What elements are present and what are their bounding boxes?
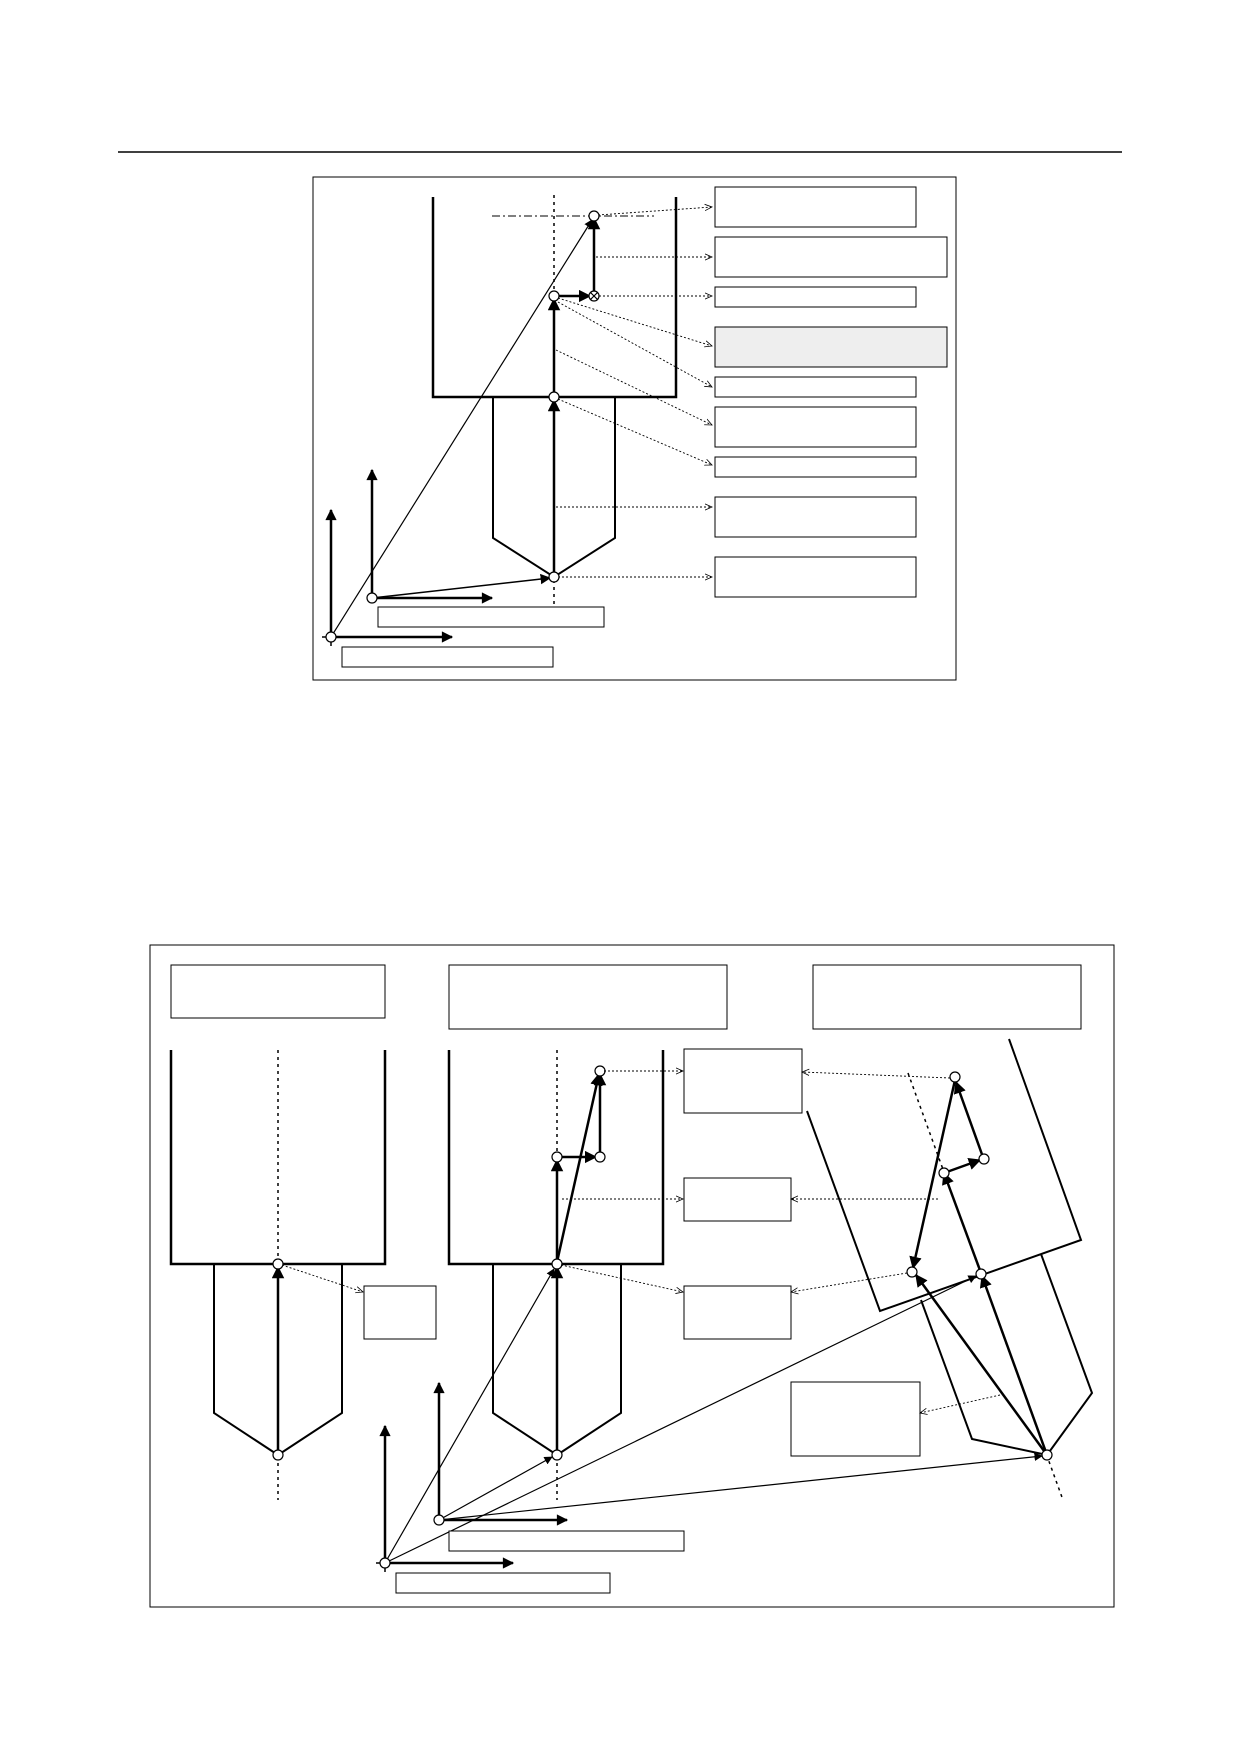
leader-7: [557, 398, 712, 465]
label-box-4: [714, 326, 948, 368]
column-headers: [170, 964, 1082, 1030]
figure-1: [312, 176, 957, 681]
right-point-tip: [1041, 1449, 1053, 1461]
right-vector-offset: [943, 1157, 982, 1175]
right-vector-tip-to-face: [914, 1273, 1049, 1456]
right-vector-tool: [979, 1274, 1049, 1456]
middle-vector-diagonal: [555, 1072, 603, 1263]
right-leader-3: [791, 1272, 908, 1292]
left-point-face: [272, 1258, 284, 1270]
point-top: [588, 210, 600, 222]
right-vector-up: [953, 1080, 986, 1161]
label-box-6: [714, 406, 917, 448]
vector-workorigin-to-tip: [371, 573, 552, 599]
left-point-tip: [272, 1449, 284, 1461]
points: [325, 210, 600, 643]
coord-label-lower: [341, 646, 554, 668]
right-point-face-b: [975, 1268, 987, 1280]
f2-vector-lower-to-middle-face: [384, 1268, 555, 1564]
point-origin-upper: [366, 592, 378, 604]
f2-vector-lower-to-right-face: [384, 1275, 977, 1564]
middle-point-gauge: [551, 1151, 563, 1163]
right-point-top: [949, 1071, 961, 1083]
middle-point-offset: [594, 1151, 606, 1163]
crossed-point-icon: [588, 290, 600, 302]
label-box-9: [714, 556, 917, 598]
right-vector-holder: [942, 1171, 983, 1274]
leader-4: [557, 297, 712, 346]
label-box-b: [683, 1048, 803, 1114]
vector-origin-to-top: [330, 219, 593, 638]
point-origin-lower: [325, 631, 337, 643]
f2-coord-label-upper: [448, 1530, 685, 1552]
left-assembly: [169, 1050, 437, 1500]
leader-lines: [555, 207, 712, 577]
header-middle: [448, 964, 728, 1030]
label-box-5: [714, 376, 917, 398]
leader-6: [555, 349, 712, 425]
figure-2-frame: [149, 944, 1115, 1608]
f2-origins: [376, 1268, 1043, 1594]
label-box-d: [683, 1285, 792, 1340]
right-point-gauge: [938, 1167, 950, 1179]
middle-point-face: [551, 1258, 563, 1270]
label-box-c: [683, 1177, 792, 1222]
header-right: [812, 964, 1082, 1030]
header-left: [170, 964, 386, 1019]
figure-2: [149, 944, 1115, 1608]
f2-coord-label-lower: [395, 1572, 611, 1594]
label-box-7: [714, 456, 917, 478]
f1-label-boxes: [341, 186, 948, 668]
point-gauge: [548, 290, 560, 302]
middle-assembly: [447, 1050, 683, 1500]
label-box-1: [714, 186, 917, 228]
label-box-2: [714, 236, 948, 278]
right-point-face-a: [906, 1266, 918, 1278]
f2-point-origin-upper: [433, 1514, 445, 1526]
middle-point-tip: [551, 1449, 563, 1461]
right-leader-1: [802, 1072, 951, 1079]
left-leader: [281, 1264, 363, 1292]
f2-vector-upper-to-middle-tip: [438, 1456, 553, 1521]
right-tool-outline: [920, 1253, 1094, 1457]
point-tool-tip: [548, 571, 560, 583]
coord-label-upper: [377, 606, 605, 628]
f2-vector-upper-to-right-tip: [438, 1452, 1043, 1521]
f2-point-origin-lower: [379, 1557, 391, 1569]
right-leaders: [791, 1072, 1001, 1413]
label-box-8: [714, 496, 917, 538]
right-point-offset: [978, 1153, 990, 1165]
label-box-a: [363, 1285, 437, 1340]
leader-5: [557, 301, 712, 387]
point-holder-face: [548, 391, 560, 403]
right-tilted-assembly: [791, 1038, 1094, 1501]
figure-1-frame: [312, 176, 957, 681]
right-leader-4: [920, 1394, 1001, 1413]
leader-1: [597, 207, 712, 216]
middle-leader-3: [560, 1264, 683, 1292]
middle-leaders: [560, 1071, 683, 1292]
label-box-e: [790, 1381, 921, 1457]
middle-point-top: [594, 1065, 606, 1077]
right-vector-down: [909, 1079, 957, 1270]
label-box-3: [714, 286, 917, 308]
